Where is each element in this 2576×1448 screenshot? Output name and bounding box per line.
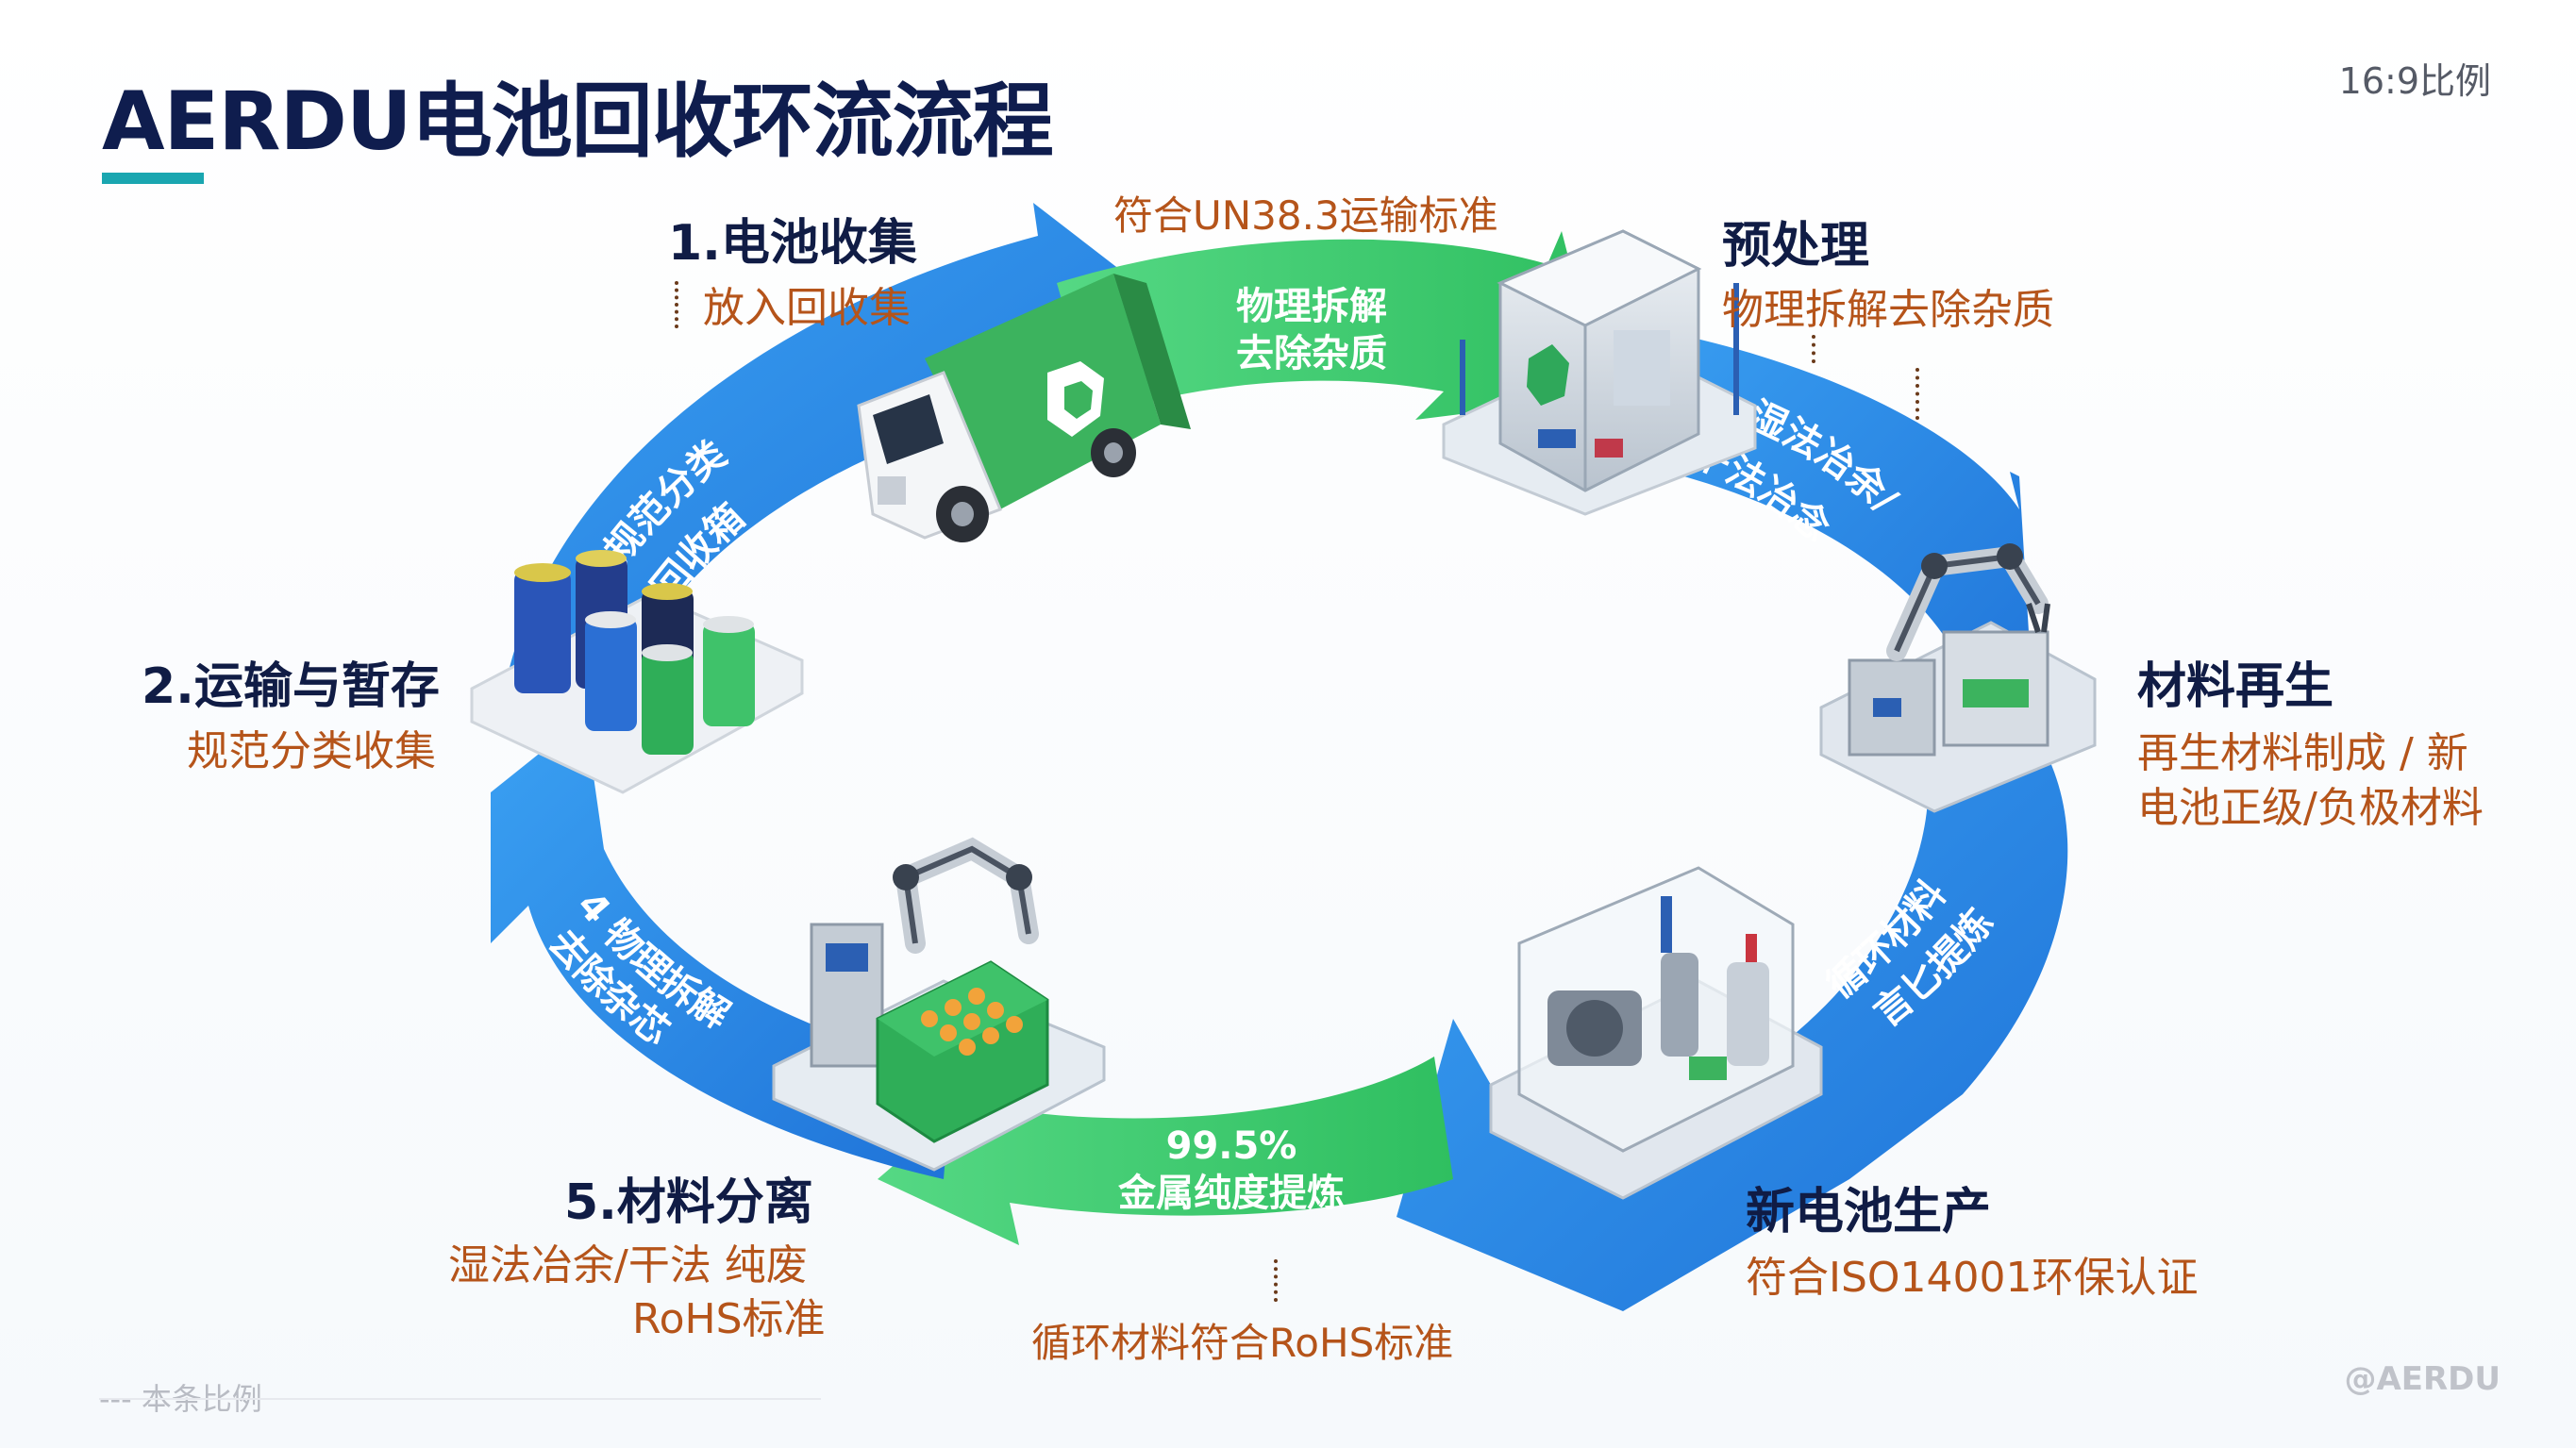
batteries-icon (470, 550, 804, 794)
footer-divider (99, 1398, 821, 1400)
transport-standard-note: 符合UN38.3运输标准 (1113, 192, 1498, 239)
arrow-bottom-text-2: 金属纯度提炼 (1117, 1172, 1345, 1215)
rohs-standard-note: 循环材料符合RoHS标准 (1031, 1320, 1454, 1366)
arrow-bottom-text-1: 99.5% (1166, 1124, 1297, 1168)
step-newbattery-desc: 符合ISO14001环保认证 (1746, 1254, 2199, 1302)
step-regen-title: 材料再生 (2137, 658, 2334, 715)
pretreatment-facility-icon (1442, 229, 1757, 516)
material-regeneration-machine-icon (1819, 543, 2097, 813)
step-1-desc: 放入回收集 (703, 284, 911, 332)
footer-left-label: --- 本条比例 (99, 1381, 262, 1417)
page-title: AERDU电池回收环流流程 (102, 75, 1054, 169)
step-regen-desc-1: 再生材料制成 / 新 (2137, 729, 2468, 777)
arrow-top-text-1: 物理拆解 (1236, 285, 1387, 328)
arrow-bottom: 99.5% 金属纯度提炼 (878, 1057, 1453, 1245)
step-2-title: 2.运输与暂存 (142, 658, 440, 715)
step-5-desc-2: RoHS标准 (632, 1295, 826, 1343)
title-accent-bar (102, 173, 204, 184)
dotted-connector (1812, 335, 1819, 363)
ratio-label: 16:9比例 (2338, 60, 2491, 102)
dotted-connector (1915, 368, 1923, 420)
arrow-top-text-2: 去除杂质 (1236, 332, 1387, 375)
step-pretreat-desc: 物理拆解去除杂质 (1722, 286, 2054, 334)
step-pretreat-title: 预处理 (1722, 218, 1870, 275)
footer-brand-mark: @AERDU (2344, 1360, 2501, 1398)
material-separation-robot-icon (772, 837, 1106, 1172)
step-2-desc: 规范分类收集 (187, 727, 436, 775)
truck-icon (857, 274, 1191, 542)
dotted-connector (675, 281, 682, 328)
arrow-top: 物理拆解 去除杂质 (1057, 231, 1604, 420)
battery-production-machine-icon (1489, 866, 1823, 1200)
dotted-connector (1274, 1259, 1281, 1302)
step-newbattery-title: 新电池生产 (1746, 1184, 1992, 1240)
step-regen-desc-2: 电池正级/负极材料 (2137, 784, 2484, 832)
step-5-title: 5.材料分离 (564, 1174, 813, 1231)
step-5-desc-1: 湿法冶余/干法 纯废 (448, 1241, 808, 1290)
step-1-title: 1.电池收集 (668, 215, 917, 272)
